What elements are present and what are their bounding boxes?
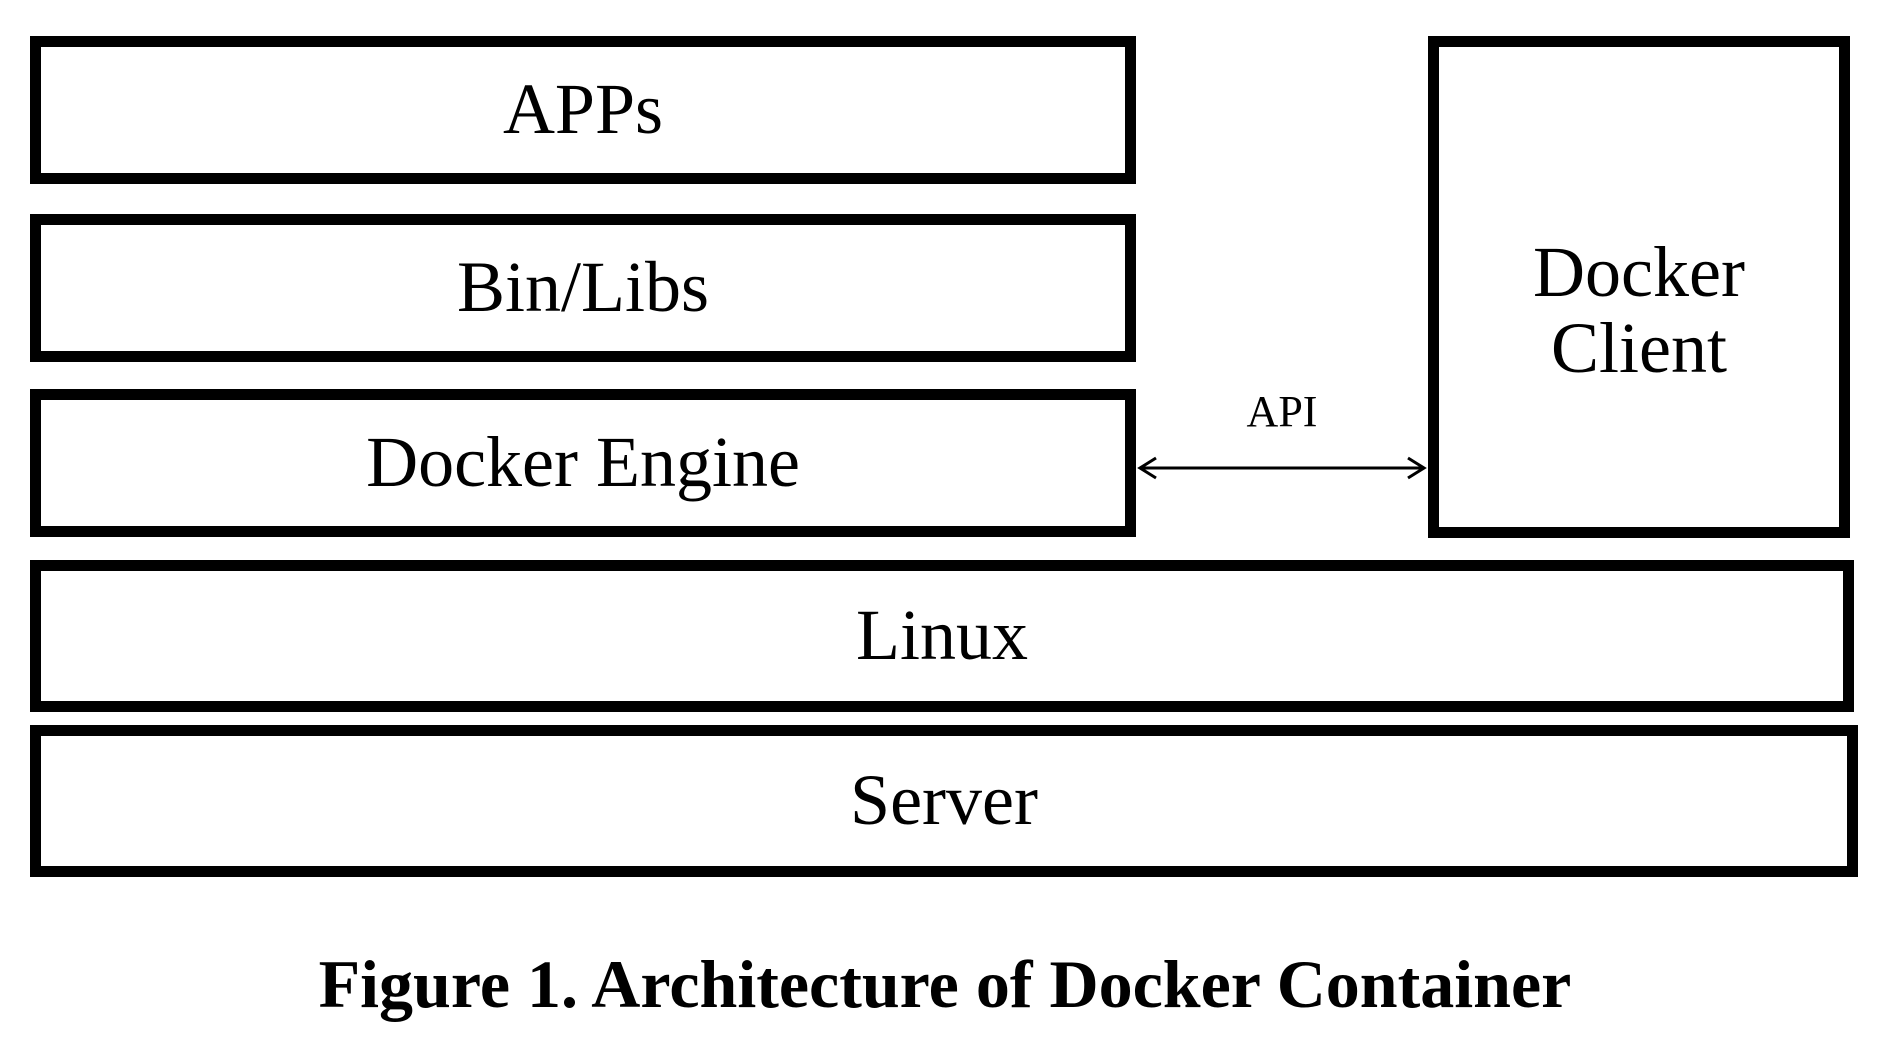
docker-engine-layer-box: Docker Engine: [30, 389, 1136, 537]
linux-layer-box: Linux: [30, 560, 1854, 712]
api-arrow-left-head: [1137, 456, 1157, 480]
apps-layer-box: APPs: [30, 36, 1136, 184]
server-layer-label: Server: [850, 760, 1038, 841]
bin-libs-layer-box: Bin/Libs: [30, 214, 1136, 362]
linux-layer-label: Linux: [856, 595, 1028, 676]
apps-layer-label: APPs: [502, 69, 664, 150]
docker-client-label: Docker Client: [1533, 232, 1745, 388]
docker-client-box: Docker Client: [1428, 36, 1850, 538]
api-arrow-right-head: [1407, 456, 1427, 480]
docker-engine-layer-label: Docker Engine: [366, 422, 800, 503]
figure-caption: Figure 1. Architecture of Docker Contain…: [318, 946, 1572, 1022]
bin-libs-layer-label: Bin/Libs: [456, 247, 710, 328]
server-layer-box: Server: [30, 725, 1858, 877]
api-bidirectional-arrow: [1137, 456, 1427, 480]
api-label: API: [1246, 387, 1318, 436]
